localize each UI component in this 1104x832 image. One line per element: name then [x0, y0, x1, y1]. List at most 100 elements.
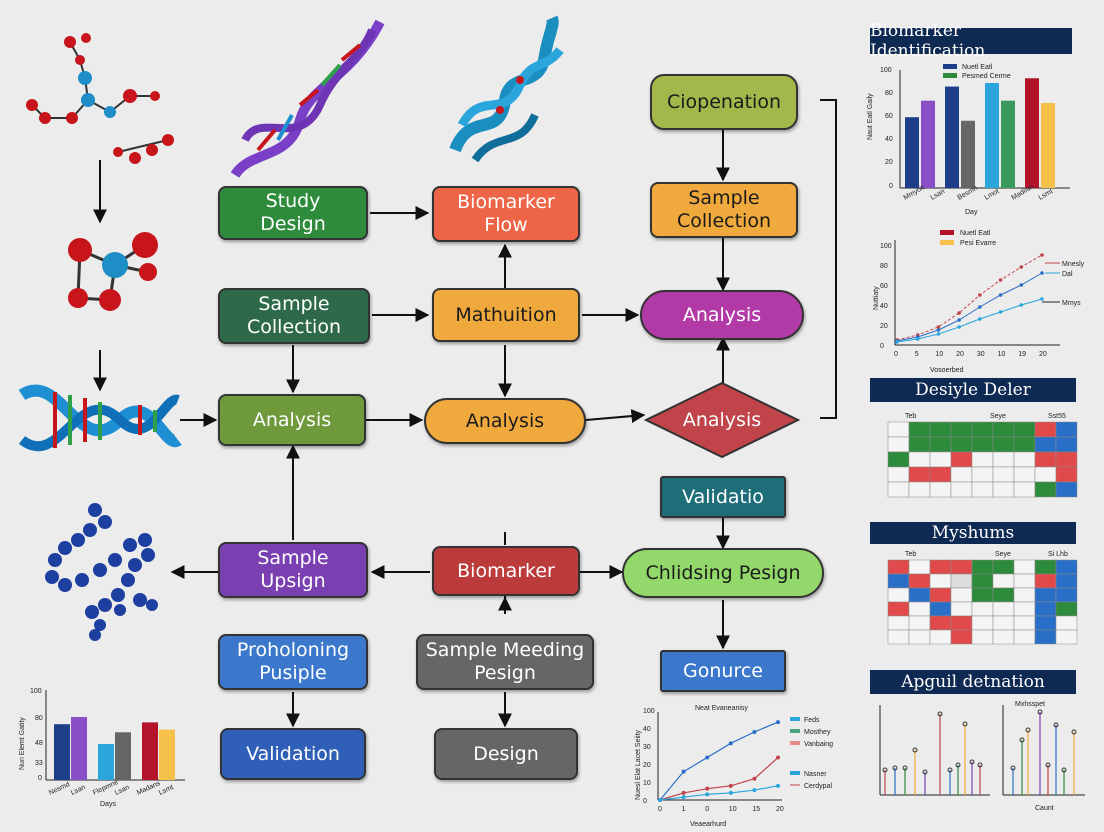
heat-cell — [1013, 466, 1036, 483]
node-study-design[interactable]: Study Design — [218, 186, 368, 240]
panel-title-biomarker-identification: Biomarker Identification — [870, 21, 1072, 61]
heat-cell — [950, 615, 973, 631]
x-tick: Lsmt — [1038, 188, 1055, 202]
node-validatio[interactable]: Validatio — [660, 476, 786, 518]
heat-cell — [908, 615, 931, 631]
heat-cell — [929, 629, 952, 645]
heat-cell — [929, 481, 952, 498]
heat-cell — [908, 481, 931, 498]
heat-cell — [908, 573, 931, 589]
svg-text:Nasner: Nasner — [804, 771, 827, 778]
legend-entry: Pesi Evarre — [960, 240, 996, 247]
data-point — [957, 318, 961, 322]
data-point — [998, 278, 1003, 282]
data-point — [658, 798, 662, 802]
x-tick: Lsan — [930, 188, 947, 202]
heat-cell — [1013, 615, 1036, 631]
heat-cell — [950, 421, 973, 438]
svg-text:Cerdypal: Cerdypal — [804, 783, 832, 790]
heat-cell — [971, 615, 994, 631]
legend-entry: Dal — [1062, 271, 1073, 278]
x-tick: 20 — [956, 351, 964, 358]
node-analysis-pill-right[interactable]: Analysis — [640, 290, 804, 340]
y-tick: 20 — [885, 159, 893, 166]
protein-helix-icon — [449, 15, 564, 163]
heat-cell — [992, 601, 1015, 617]
y-tick: 60 — [885, 113, 893, 120]
node-analysis-left[interactable]: Analysis — [218, 394, 366, 446]
node-proholoning-pusiple[interactable]: Proholoning Pusiple — [218, 634, 368, 690]
x-tick: Lmot — [984, 188, 1001, 202]
data-point — [752, 776, 757, 781]
heat-cell — [971, 559, 994, 575]
heat-cell — [971, 587, 994, 603]
x-tick: Lsan — [70, 784, 87, 797]
series-line — [659, 757, 779, 801]
y-tick: 10 — [643, 780, 651, 787]
panel-title-desiyle-deler: Desiyle Deler — [870, 378, 1076, 402]
bar — [1025, 78, 1039, 188]
data-point — [1019, 283, 1024, 287]
chart-title: Neat Evaneanisy — [695, 705, 748, 712]
data-point — [1040, 271, 1044, 275]
heat-cell — [1055, 436, 1078, 453]
x-tick: 30 — [977, 351, 985, 358]
node-mathuition[interactable]: Mathuition — [432, 288, 580, 342]
heat-cell — [992, 481, 1015, 498]
heat-cell — [950, 573, 973, 589]
node-sample-upsign[interactable]: Sample Upsign — [218, 542, 368, 598]
x-tick: Nesmd — [48, 781, 71, 797]
node-analysis-middle[interactable]: Analysis — [424, 398, 586, 444]
y-tick: 100 — [643, 708, 655, 715]
data-point — [752, 730, 757, 734]
heat-cell — [929, 587, 952, 603]
data-point — [752, 788, 757, 793]
bar — [159, 729, 175, 780]
heat-cell — [929, 573, 952, 589]
heat-cell — [971, 436, 994, 453]
y-tick: 100 — [880, 243, 892, 250]
molecule-icon — [26, 33, 174, 164]
y-axis-label: Nuttiaty — [873, 286, 880, 310]
data-point — [978, 293, 982, 297]
heat-cell — [929, 436, 952, 453]
node-cioperation[interactable]: Ciopenation — [650, 74, 798, 130]
heat-cell — [950, 451, 973, 468]
heat-cell — [992, 573, 1015, 589]
node-sample-collection-left[interactable]: Sample Collection — [218, 288, 370, 344]
heat-cell — [992, 421, 1015, 438]
heat-cell — [971, 451, 994, 468]
heat-cell — [992, 587, 1015, 603]
node-design[interactable]: Design — [434, 728, 578, 780]
x-tick: 1 — [682, 806, 686, 813]
node-chlidsing-pesign[interactable]: Chlidsing Pesign — [622, 548, 824, 598]
heat-cell — [929, 421, 952, 438]
heat-cell — [1034, 451, 1057, 468]
data-point — [705, 786, 710, 791]
heat-cell — [950, 481, 973, 498]
series-line — [659, 721, 779, 801]
dna-helix-top-icon — [230, 19, 385, 178]
heat-cell — [950, 559, 973, 575]
y-axis-label: Naut Eatl Gaily — [867, 93, 874, 140]
heat-cell — [1013, 587, 1036, 603]
heat-cell — [992, 466, 1015, 483]
heat-cell — [1034, 601, 1057, 617]
bar — [945, 86, 959, 188]
protein-chain-icon — [45, 503, 158, 641]
decision-diamond[interactable] — [643, 381, 801, 459]
node-sample-meeding-pesign[interactable]: Sample Meeding Pesign — [416, 634, 594, 690]
node-biomarker-flow[interactable]: Biomarker Flow — [432, 186, 580, 242]
bar — [54, 724, 70, 780]
node-biomarker[interactable]: Biomarker — [432, 546, 580, 596]
heat-cell — [971, 573, 994, 589]
svg-text:Si Lhb: Si Lhb — [1048, 551, 1068, 558]
y-tick: 40 — [885, 136, 893, 143]
node-sample-collection-top[interactable]: Sample Collection — [650, 182, 798, 238]
node-gonurce[interactable]: Gonurce — [660, 650, 786, 692]
bar — [71, 717, 87, 780]
bar — [1041, 103, 1055, 188]
node-validation[interactable]: Validation — [220, 728, 366, 780]
